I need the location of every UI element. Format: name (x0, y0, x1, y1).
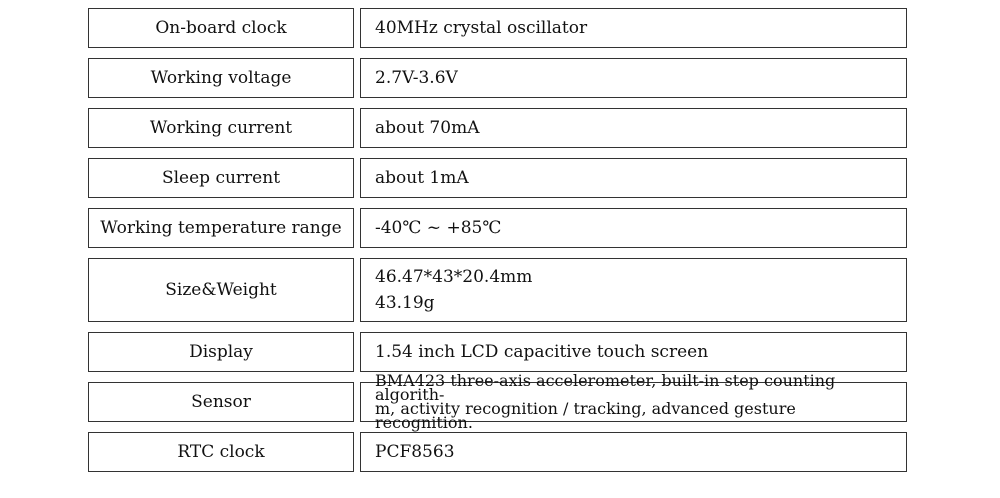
spec-value: about 70mA (360, 108, 907, 148)
spec-label: RTC clock (88, 432, 354, 472)
spec-value-line: BMA423 three-axis accelerometer, built-i… (375, 371, 836, 404)
spec-row-onboard-clock: On-board clock 40MHz crystal oscillator (88, 8, 907, 48)
spec-row-working-current: Working current about 70mA (88, 108, 907, 148)
spec-value: 46.47*43*20.4mm 43.19g (360, 258, 907, 322)
spec-row-sensor: Sensor BMA423 three-axis accelerometer, … (88, 373, 907, 431)
spec-value: -40℃ ~ +85℃ (360, 208, 907, 248)
spec-label: Size&Weight (88, 258, 354, 322)
spec-value-line: 43.19g (375, 293, 435, 313)
spec-row-display: Display 1.54 inch LCD capacitive touch s… (88, 332, 907, 372)
spec-row-working-temperature-range: Working temperature range -40℃ ~ +85℃ (88, 208, 907, 248)
spec-value: 1.54 inch LCD capacitive touch screen (360, 332, 907, 372)
spec-label: On-board clock (88, 8, 354, 48)
spec-value: 40MHz crystal oscillator (360, 8, 907, 48)
spec-label: Working current (88, 108, 354, 148)
spec-label: Display (88, 332, 354, 372)
spec-row-sleep-current: Sleep current about 1mA (88, 158, 907, 198)
spec-value: BMA423 three-axis accelerometer, built-i… (360, 373, 907, 431)
spec-value: PCF8563 (360, 432, 907, 472)
spec-value-line: 46.47*43*20.4mm (375, 267, 533, 287)
spec-value: 2.7V-3.6V (360, 58, 907, 98)
spec-label: Working voltage (88, 58, 354, 98)
spec-label: Working temperature range (88, 208, 354, 248)
spec-row-working-voltage: Working voltage 2.7V-3.6V (88, 58, 907, 98)
spec-row-rtc-clock: RTC clock PCF8563 (88, 432, 907, 472)
spec-label: Sensor (88, 382, 354, 422)
spec-value-line: m, activity recognition / tracking, adva… (375, 399, 796, 432)
spec-value: about 1mA (360, 158, 907, 198)
spec-label: Sleep current (88, 158, 354, 198)
spec-row-size-weight: Size&Weight 46.47*43*20.4mm 43.19g (88, 258, 907, 322)
